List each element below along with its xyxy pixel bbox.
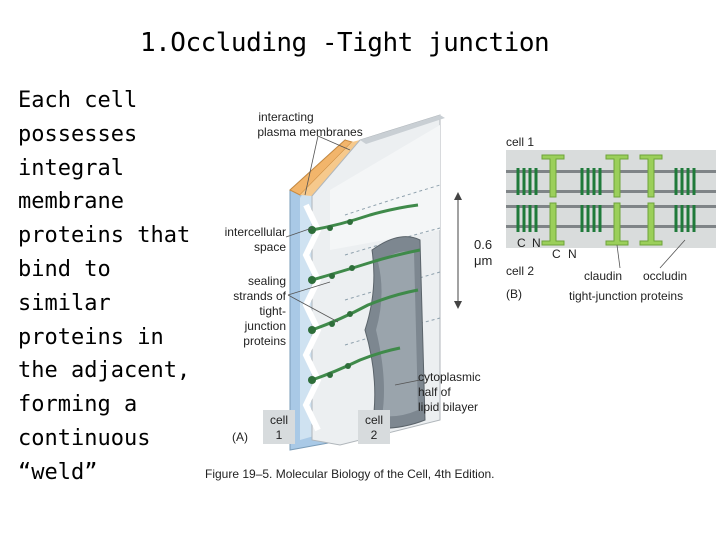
- intercellular-space: [302, 203, 322, 432]
- leader-lines: [285, 135, 421, 386]
- figure-b-illustration: [506, 150, 716, 269]
- label-panel-b: (B): [506, 287, 522, 301]
- occludin-bottom-mid: [580, 205, 602, 232]
- occludin-bottom-right: [674, 205, 696, 232]
- label-b-cell1: cell 1: [506, 135, 534, 149]
- label-cytoplasmic-3: lipid bilayer: [418, 400, 478, 414]
- body-line: possesses: [18, 121, 138, 147]
- panel-b-background: [506, 150, 716, 248]
- panel-b-leaders: [616, 239, 686, 269]
- claudin-bottom: [541, 202, 565, 246]
- label-b-c1: C: [517, 236, 526, 250]
- body-line: integral: [18, 155, 124, 181]
- claudin-top: [639, 154, 663, 198]
- label-b-cell2: cell 2: [506, 264, 534, 278]
- claudin-proteins: [541, 154, 663, 246]
- body-line: membrane: [18, 189, 124, 215]
- label-panel-a: (A): [232, 430, 248, 444]
- cell2-top-rim: [360, 115, 445, 144]
- figure-a-illustration: [285, 114, 462, 451]
- label-sealing-4: junction: [244, 319, 286, 333]
- membrane-line: [506, 190, 716, 193]
- label-sealing-3: tight-: [259, 304, 286, 318]
- body-line: “weld”: [18, 459, 98, 485]
- label-sealing-1: sealing: [248, 274, 286, 288]
- dimension-arrow-bottom: [454, 301, 462, 309]
- membrane-top-cut-2: [300, 140, 360, 196]
- label-sealing-5: proteins: [243, 334, 286, 348]
- figure-b-labels: cell 1 cell 2 C N C N claudin occludin t…: [506, 135, 687, 303]
- sealing-strand: [311, 288, 419, 332]
- trace-line: [344, 184, 441, 216]
- sealing-strand: [311, 346, 401, 382]
- occludin-top-mid: [580, 168, 602, 195]
- label-cell2-num: 2: [371, 428, 378, 442]
- figure-a-labels: interacting plasma membranes intercellul…: [225, 110, 492, 444]
- label-interacting-1: interacting: [258, 110, 313, 124]
- label-intercellular-2: space: [254, 240, 286, 254]
- body-line: proteins that: [18, 223, 191, 249]
- body-line: proteins in: [18, 324, 164, 350]
- slide-body-text: Each cell possesses integral membrane pr…: [18, 84, 208, 490]
- claudin-top: [541, 154, 565, 198]
- claudin-bottom: [605, 202, 629, 246]
- claudin-bottom: [639, 202, 663, 246]
- label-interacting-2: plasma membranes: [257, 125, 362, 139]
- membrane-line: [506, 170, 716, 173]
- label-b-c2: C: [552, 247, 561, 261]
- label-cell1-num: 1: [276, 428, 283, 442]
- label-sealing-2: strands of: [233, 289, 286, 303]
- label-b-n2: N: [568, 247, 577, 261]
- label-distance-value: 0.6: [474, 237, 492, 252]
- slide-title: 1.Occluding -Tight junction: [140, 28, 550, 58]
- cell1-tag-bg: [263, 410, 295, 444]
- label-distance-unit: μm: [474, 253, 492, 268]
- cell2-tag-bg: [358, 410, 390, 444]
- label-cell2-word: cell: [365, 413, 383, 427]
- occludin-bottom-left: [516, 205, 538, 232]
- label-occludin: occludin: [643, 269, 687, 283]
- label-cell1-word: cell: [270, 413, 288, 427]
- body-line: bind to: [18, 256, 111, 282]
- label-tj-proteins: tight-junction proteins: [569, 289, 683, 303]
- sealing-strand: [311, 248, 421, 282]
- body-line: similar: [18, 290, 111, 316]
- label-claudin: claudin: [584, 269, 622, 283]
- label-cytoplasmic-2: half of: [418, 385, 451, 399]
- body-line: continuous: [18, 425, 151, 451]
- body-line: the adjacent,: [18, 358, 191, 384]
- occludin-top-left: [516, 168, 538, 195]
- body-line: Each cell: [18, 88, 138, 113]
- label-intercellular-1: intercellular: [225, 225, 286, 239]
- occludin-proteins: [516, 168, 696, 232]
- claudin-top: [605, 154, 629, 198]
- label-cytoplasmic-1: cytoplasmic: [418, 370, 481, 384]
- figure-caption: Figure 19–5. Molecular Biology of the Ce…: [205, 467, 495, 481]
- label-b-n1: N: [532, 236, 541, 250]
- membrane-line: [506, 225, 716, 228]
- occludin-top-right: [674, 168, 696, 195]
- dimension-arrow-top: [454, 192, 462, 200]
- membrane-line: [506, 205, 716, 208]
- body-line: forming a: [18, 392, 138, 418]
- sealing-strand-beads: [308, 219, 355, 384]
